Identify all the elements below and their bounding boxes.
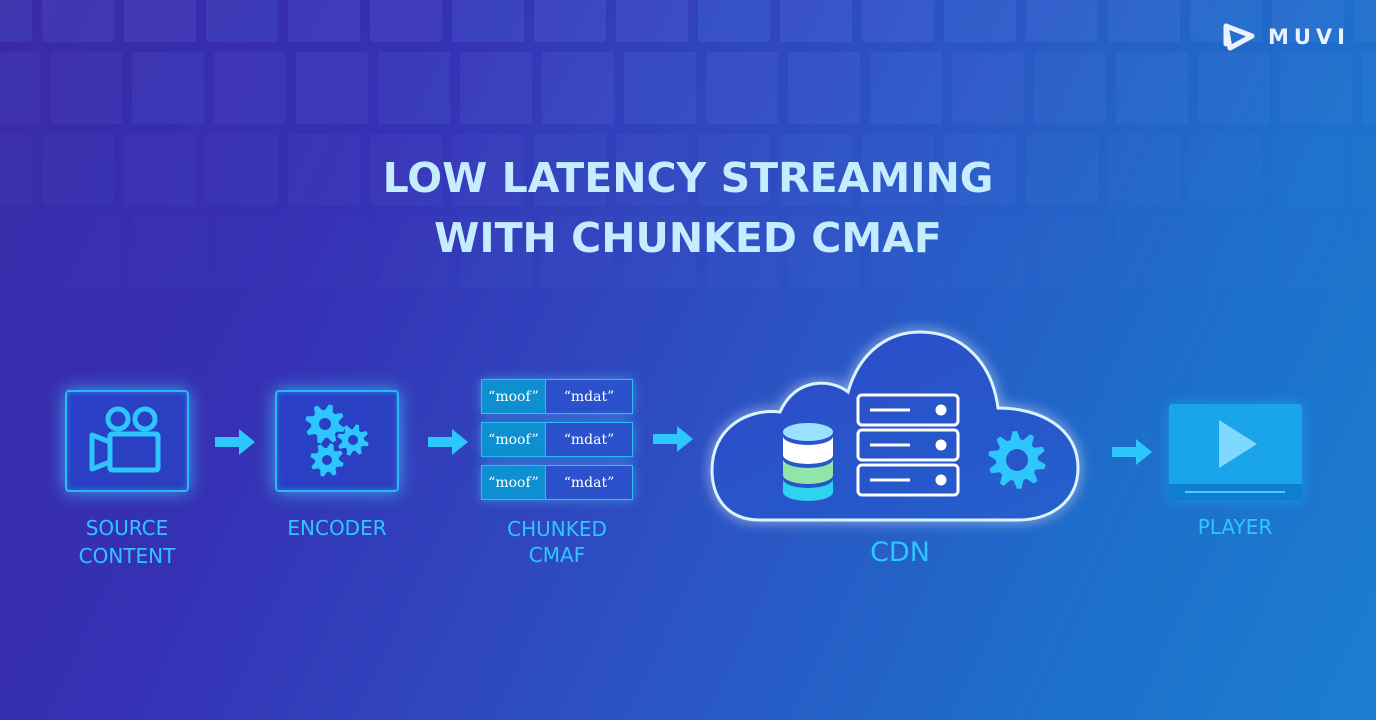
background-tile [0,0,32,42]
player-label: PLAYER [1197,515,1273,539]
background-tile [0,52,40,124]
background-tile [624,52,696,124]
player-screen [1169,404,1302,500]
background-tile [452,134,524,206]
background-tile [1034,52,1106,124]
server-rack-icon [856,393,960,497]
background-tile [1116,52,1188,124]
background-tile [1272,0,1344,42]
background-tile [1026,134,1098,206]
arrow-icon [215,429,255,455]
background-tile [296,52,368,124]
background-tile [1108,134,1180,206]
background-tile [124,134,196,206]
background-tile [42,134,114,206]
background-tile [788,52,860,124]
arrow-icon [428,429,468,455]
background-tile [616,0,688,42]
background-tile [42,0,114,42]
database-icon [783,423,833,501]
background-tile [378,52,450,124]
moof-cell: “moof” [482,466,546,499]
background-tile [870,52,942,124]
background-tile [1272,134,1344,206]
background-tile [698,134,770,206]
background-tile [780,134,852,206]
arrow-icon [1112,439,1152,465]
background-tile [1362,52,1376,124]
title-line-2: WITH CHUNKED CMAF [434,214,942,262]
encoder-label: ENCODER [287,516,387,540]
background-tile [370,134,442,206]
background-tile [542,52,614,124]
background-tile [288,134,360,206]
cdn-cloud [710,330,1080,522]
source-label-line-1: SOURCE [85,516,169,540]
gear-icon [988,431,1046,489]
chunked-cmaf-label: CHUNKED CMAF [475,516,639,568]
background-tile [452,0,524,42]
play-icon [1169,420,1302,500]
source-content-box [65,390,189,492]
background-tile [206,0,278,42]
chunked-label-line-1: CHUNKED [507,517,607,541]
mdat-cell: “mdat” [546,423,632,456]
title-line-1: LOW LATENCY STREAMING [382,154,994,202]
gears-icon [305,404,369,477]
background-tile [1198,52,1270,124]
chunked-label-line-2: CMAF [528,543,586,567]
arrow-icon [653,426,693,452]
chunk-row: “moof” “mdat” [481,465,633,500]
background-tile [1354,0,1376,42]
brand-logo: MUVI [1222,22,1350,52]
background-tile [862,134,934,206]
source-content-label: SOURCE CONTENT [45,514,209,570]
background-tile [1108,0,1180,42]
moof-cell: “moof” [482,423,546,456]
background-tile [1280,52,1352,124]
background-tile [214,52,286,124]
background-tile [944,0,1016,42]
mdat-cell: “mdat” [546,466,632,499]
chunk-row: “moof” “mdat” [481,379,633,414]
background-tile [132,52,204,124]
encoder-box [275,390,399,492]
background-tile [952,52,1024,124]
cdn-label: CDN [870,537,930,568]
background-tile [1190,134,1262,206]
background-tile [460,52,532,124]
chunk-row: “moof” “mdat” [481,422,633,457]
background-tile-wall [0,0,1376,206]
background-tile [616,134,688,206]
background-tile [862,0,934,42]
background-tile [698,0,770,42]
background-tile [288,0,360,42]
diagram-title: LOW LATENCY STREAMING WITH CHUNKED CMAF [0,148,1376,268]
background-tile [944,134,1016,206]
moof-cell: “moof” [482,380,546,413]
background-tile [534,0,606,42]
background-tile [1026,0,1098,42]
brand-name: MUVI [1267,25,1350,49]
background-tile [206,134,278,206]
mdat-cell: “mdat” [546,380,632,413]
video-camera-icon [89,406,161,473]
background-tile [50,52,122,124]
background-tile [370,0,442,42]
source-label-line-2: CONTENT [78,544,176,568]
background-tile [124,0,196,42]
background-tile [706,52,778,124]
muvi-logo-icon [1223,23,1255,51]
background-tile [780,0,852,42]
background-tile [534,134,606,206]
